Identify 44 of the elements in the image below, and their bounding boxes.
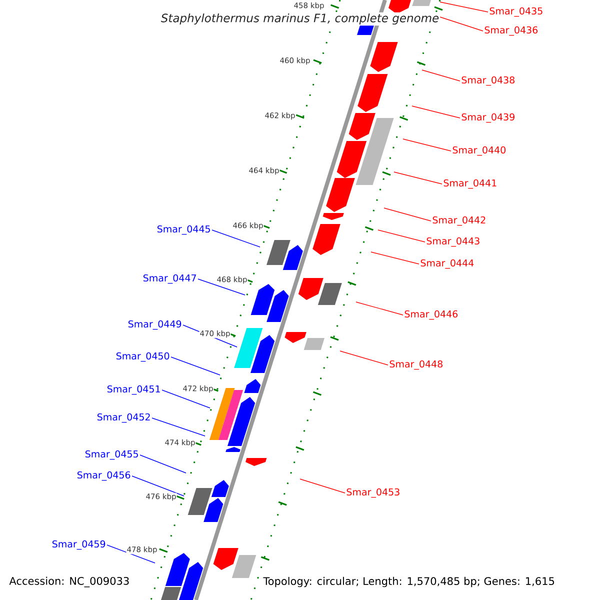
leader-line: [378, 230, 426, 242]
leader-line: [198, 278, 246, 296]
leader-line: [140, 454, 186, 474]
gene-label: Smar_0447: [144, 274, 196, 284]
leader-line: [440, 2, 488, 12]
gene-label: Smar_0453: [346, 488, 400, 498]
gene-label: Smar_0446: [404, 310, 458, 320]
leader-line: [300, 478, 346, 494]
gene-label: Smar_0438: [462, 76, 514, 86]
leader-line: [394, 172, 442, 184]
leader-line: [422, 70, 460, 82]
leader-line: [402, 138, 452, 152]
gene-label: Smar_0451: [108, 385, 160, 395]
gene-label: Smar_0455: [86, 450, 138, 460]
gene-label: Smar_0459: [52, 540, 106, 550]
gene-label: Smar_0439: [462, 113, 514, 123]
leader-line: [132, 476, 184, 496]
gene-label: Smar_0443: [426, 237, 480, 247]
leader-line: [106, 544, 156, 564]
leader-line: [340, 350, 388, 366]
leader-line: [162, 390, 210, 408]
gene-label: Smar_0450: [116, 352, 170, 362]
leader-line: [440, 16, 484, 32]
leader-line: [170, 356, 220, 376]
gene-label: Smar_0445: [158, 225, 210, 235]
title: Staphylothermus marinus F1, complete genome: [160, 12, 440, 26]
genome-info-text: Topology: circular; Length: 1,570,485 bp; Genes: 1,615: [262, 576, 556, 588]
leader-line: [370, 252, 420, 264]
leader-line: [384, 208, 432, 222]
leader-line: [152, 418, 206, 436]
gene-label: Smar_0440: [452, 146, 506, 156]
gene-label: Smar_0456: [78, 471, 130, 481]
gene-label: Smar_0442: [432, 216, 486, 226]
gene-label: Smar_0436: [484, 26, 538, 36]
leader-line: [412, 106, 460, 118]
gene-label: Smar_0449: [128, 320, 182, 330]
leader-line: [356, 302, 404, 316]
gene-label: Smar_0448: [390, 360, 442, 370]
accession-text: Accession: NC_009033: [8, 576, 131, 588]
gene-label: Smar_0441: [444, 179, 496, 189]
leader-line: [212, 230, 260, 248]
gene-label: Smar_0435: [490, 7, 542, 17]
gene-label: Smar_0444: [420, 259, 474, 269]
gene-label: Smar_0452: [98, 413, 150, 423]
